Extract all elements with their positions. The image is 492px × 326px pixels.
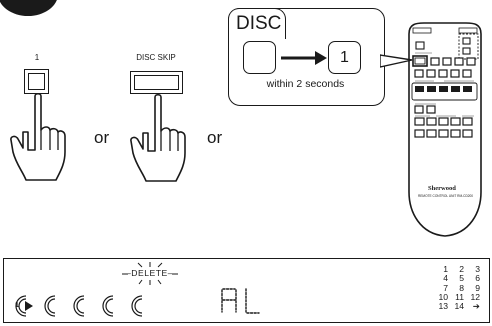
track-number: 1 xyxy=(443,264,448,274)
remote-caption: REMOTE CONTROL UNIT RM-CD200 xyxy=(418,194,474,198)
number-1-key-label: 1 xyxy=(340,48,349,66)
track-number: 9 xyxy=(475,282,480,293)
disc-indicators xyxy=(15,295,143,317)
segment-readout: AL xyxy=(280,300,281,301)
step-circle xyxy=(0,0,57,16)
timing-note: within 2 seconds xyxy=(266,78,345,90)
segment-readout-art xyxy=(221,288,260,314)
disc-key xyxy=(243,41,276,74)
track-number: 2 xyxy=(459,264,464,274)
pressing-hand-icon xyxy=(10,92,66,181)
or-text-2: or xyxy=(207,128,223,147)
track-number: 6 xyxy=(475,273,480,284)
disc-callout-tab xyxy=(228,8,286,39)
disc-callout-title: DISC xyxy=(236,13,282,34)
number-1-key: 1 xyxy=(328,41,361,74)
delete-indicator: –DELETE– xyxy=(126,268,173,278)
or-text-1: or xyxy=(94,128,110,147)
remote-control-icon xyxy=(408,22,482,237)
delete-indicator-text: DELETE xyxy=(131,268,168,278)
delete-blink-rays xyxy=(122,262,178,285)
track-number: 12 xyxy=(470,291,480,302)
button-1-label: 1 xyxy=(34,53,40,62)
disc-skip-label: DISC SKIP xyxy=(136,53,176,62)
disc-number: 1 xyxy=(15,302,19,309)
track-number: 5 xyxy=(459,273,464,284)
track-number: 14 xyxy=(454,301,464,312)
remote-brand: Sherwood xyxy=(428,185,456,192)
track-number: 7 xyxy=(443,282,448,293)
button-1[interactable] xyxy=(24,69,49,94)
arrow-right-icon xyxy=(281,51,327,65)
track-number: 10 xyxy=(438,291,448,302)
track-number: 13 xyxy=(438,301,448,312)
disc-skip-button[interactable] xyxy=(130,71,183,94)
track-number: 8 xyxy=(459,282,464,293)
track-number: 4 xyxy=(443,273,448,284)
pressing-hand-icon-2 xyxy=(130,93,186,182)
callout-pointer xyxy=(380,54,413,68)
track-number: 3 xyxy=(475,264,480,274)
track-number: 11 xyxy=(455,291,464,302)
track-number: ➔ xyxy=(472,301,480,312)
